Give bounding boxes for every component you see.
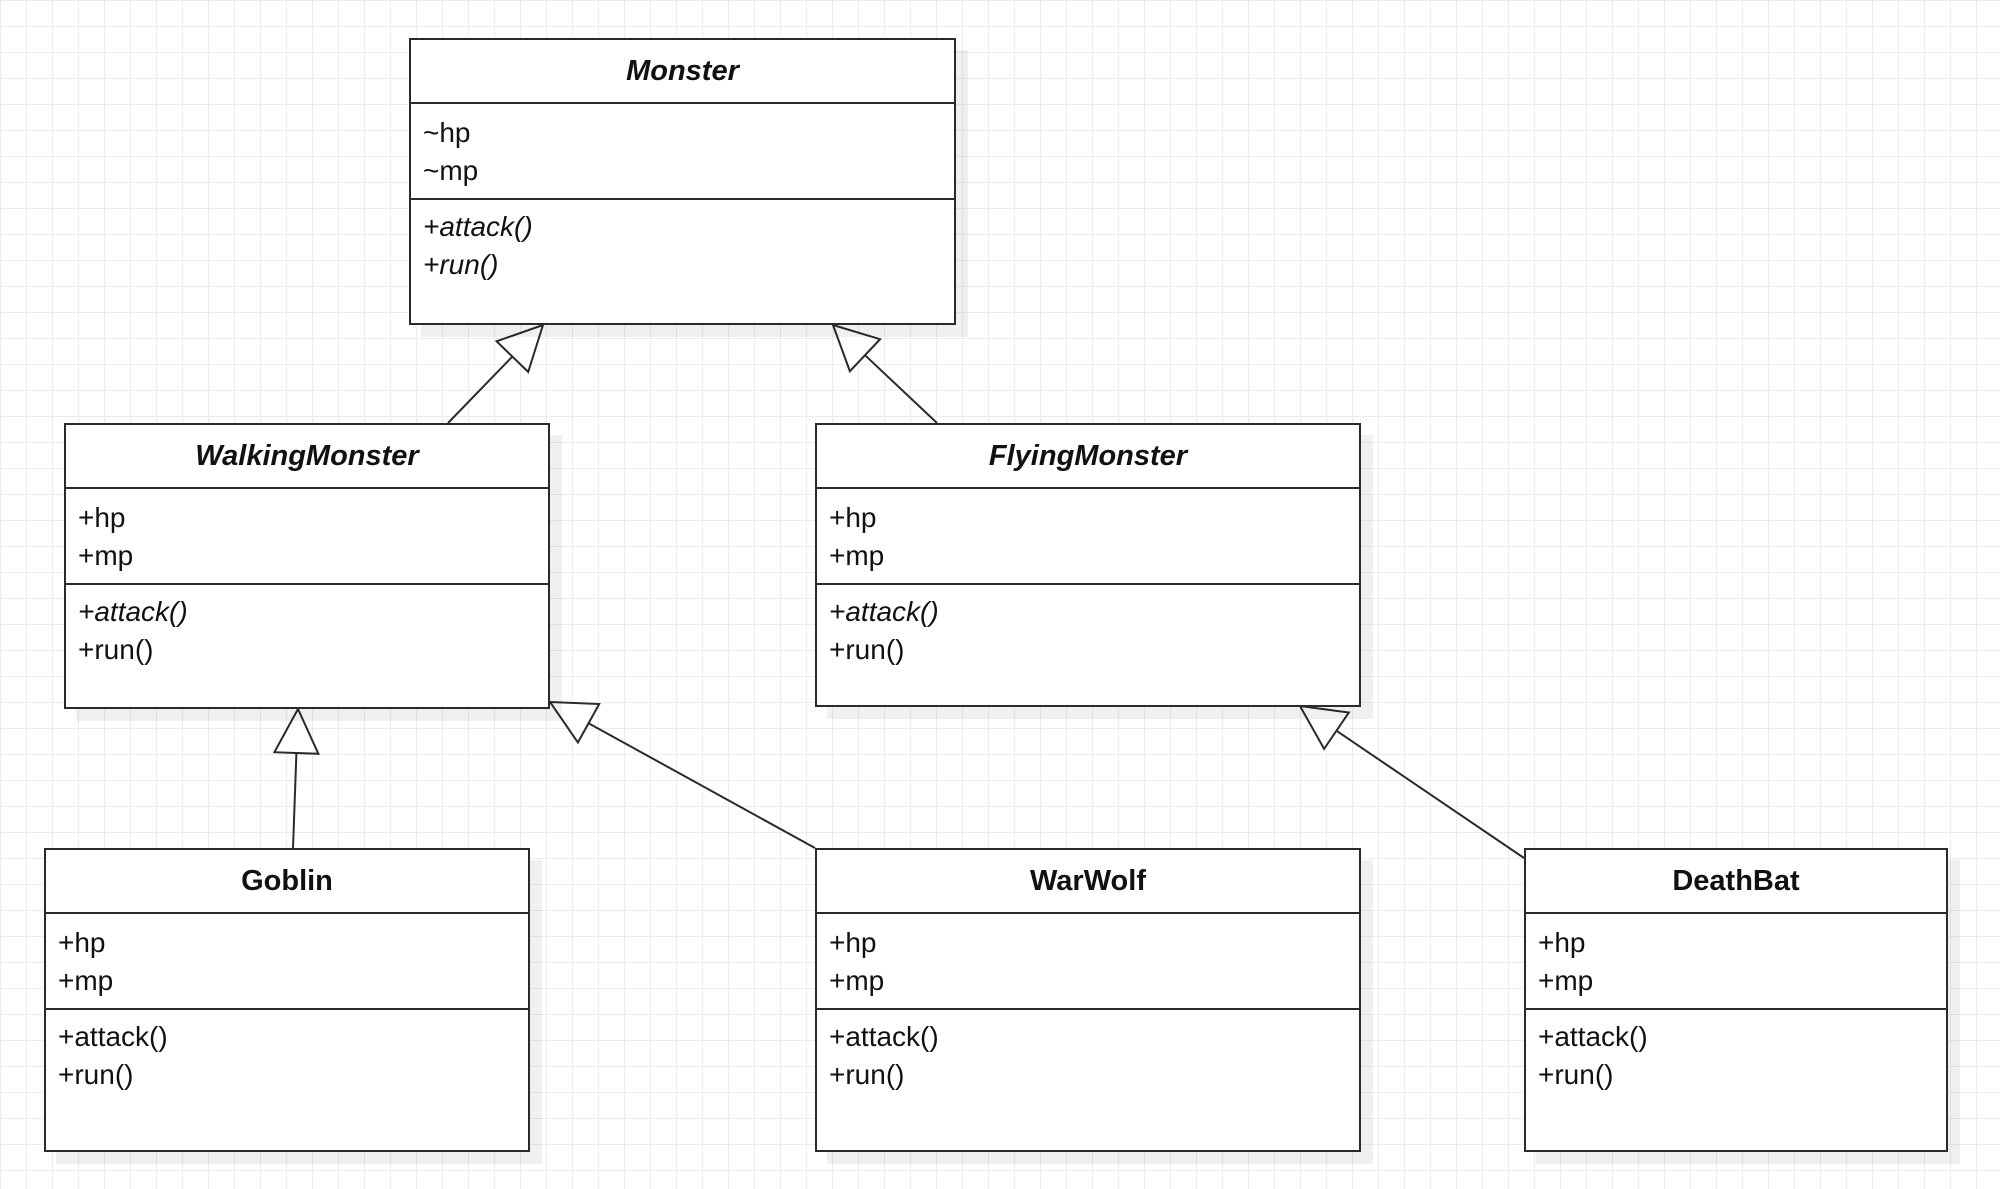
attributes-compartment: ~hp ~mp [411,104,954,200]
operations-compartment: +attack() +run() [46,1010,528,1094]
generalization-edge-warwolf-to-walking[interactable] [548,700,816,849]
operation-line: +run() [423,249,499,280]
attribute-line: +mp [58,965,114,996]
edge-line [292,752,298,849]
operation-line: +run() [1538,1059,1614,1090]
attributes-compartment: +hp +mp [46,914,528,1010]
generalization-edge-goblin-to-walking[interactable] [272,706,320,849]
hollow-triangle-arrowhead-icon [831,323,882,374]
class-box-flying[interactable]: FlyingMonster +hp +mp +attack() +run() [815,423,1361,707]
class-box-warwolf[interactable]: WarWolf +hp +mp +attack() +run() [815,848,1361,1152]
attribute-line: +mp [78,540,134,571]
edge-line [1335,729,1525,859]
attributes-compartment: +hp +mp [817,914,1359,1010]
attributes-compartment: +hp +mp [817,489,1359,585]
operation-line: +attack() [423,211,533,242]
class-box-walking[interactable]: WalkingMonster +hp +mp +attack() +run() [64,423,550,709]
generalization-edge-flying-to-monster[interactable] [831,323,938,424]
class-box-monster[interactable]: Monster ~hp ~mp +attack() +run() [409,38,956,325]
operation-line: +attack() [1538,1021,1648,1052]
operation-line: +attack() [829,1021,939,1052]
generalization-edge-walking-to-monster[interactable] [447,323,545,424]
class-name: Goblin [46,850,528,914]
operations-compartment: +attack() +run() [411,200,954,284]
attributes-compartment: +hp +mp [66,489,548,585]
operation-line: +run() [58,1059,134,1090]
operation-line: +run() [829,634,905,665]
hollow-triangle-arrowhead-icon [272,706,320,755]
class-box-goblin[interactable]: Goblin +hp +mp +attack() +run() [44,848,530,1152]
edge-line [588,722,816,849]
hollow-triangle-arrowhead-icon [1298,704,1351,751]
attribute-line: +hp [78,502,126,533]
operations-compartment: +attack() +run() [1526,1010,1946,1094]
operation-line: +run() [829,1059,905,1090]
operation-line: +attack() [829,596,939,627]
operation-line: +run() [78,634,154,665]
attribute-line: +hp [829,502,877,533]
attributes-compartment: +hp +mp [1526,914,1946,1010]
attribute-line: ~mp [423,155,479,186]
hollow-triangle-arrowhead-icon [494,323,545,374]
class-name: WalkingMonster [66,425,548,489]
attribute-line: +hp [58,927,106,958]
class-name: FlyingMonster [817,425,1359,489]
operation-line: +attack() [58,1021,168,1052]
attribute-line: ~hp [423,117,471,148]
edge-line [447,355,514,424]
operations-compartment: +attack() +run() [66,585,548,669]
hollow-triangle-arrowhead-icon [548,700,601,745]
class-name: Monster [411,40,954,104]
attribute-line: +mp [1538,965,1594,996]
class-name: WarWolf [817,850,1359,914]
operations-compartment: +attack() +run() [817,1010,1359,1094]
operation-line: +attack() [78,596,188,627]
class-box-deathbat[interactable]: DeathBat +hp +mp +attack() +run() [1524,848,1948,1152]
class-name: DeathBat [1526,850,1946,914]
attribute-line: +mp [829,540,885,571]
attribute-line: +mp [829,965,885,996]
operations-compartment: +attack() +run() [817,585,1359,669]
edge-line [864,354,938,424]
attribute-line: +hp [829,927,877,958]
generalization-edge-deathbat-to-flying[interactable] [1298,704,1525,859]
attribute-line: +hp [1538,927,1586,958]
